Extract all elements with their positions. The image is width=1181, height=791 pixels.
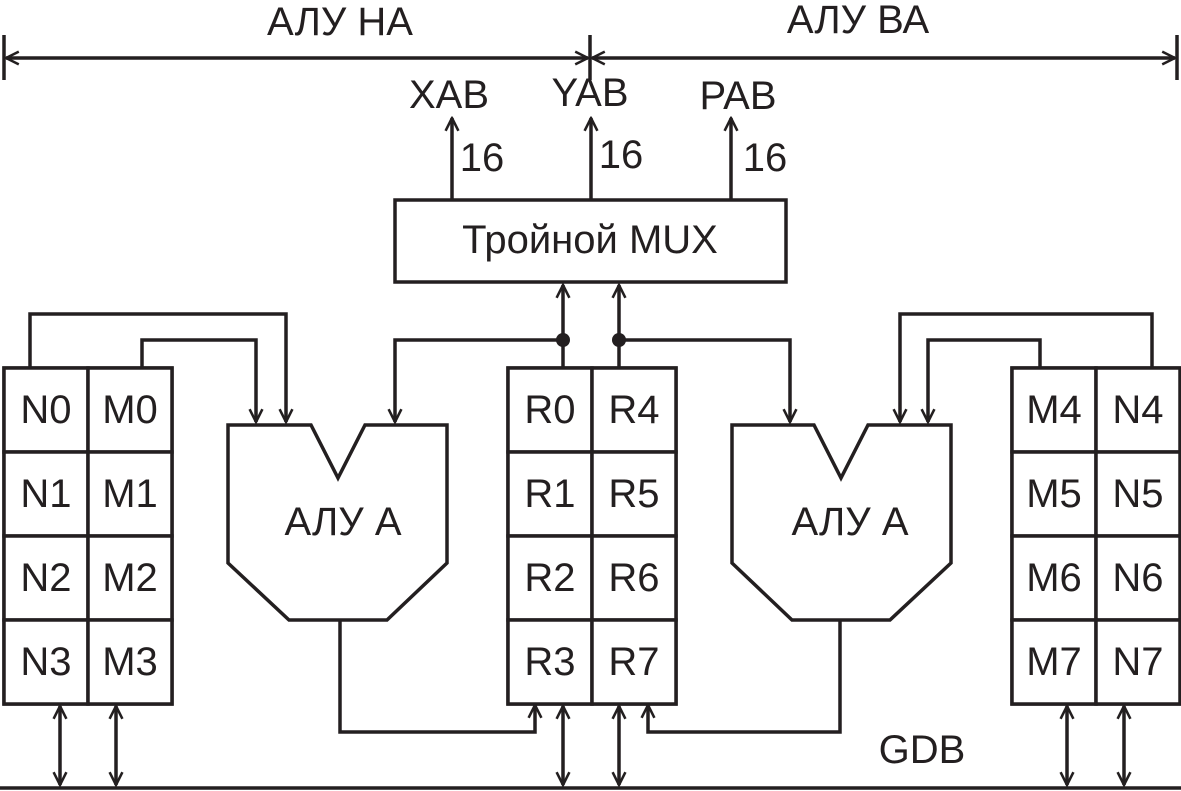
right-alu-label: АЛУ А [791, 500, 908, 544]
alu-na-label: АЛУ НА [267, 0, 413, 44]
yab-width-label: 16 [599, 133, 644, 177]
register-label: N4 [1112, 388, 1163, 432]
left-alu-shape [226, 423, 449, 622]
register-label: M7 [1026, 640, 1082, 684]
register-label: M4 [1026, 388, 1082, 432]
top-dimension-lines [2, 35, 1179, 80]
register-cell [1010, 366, 1098, 454]
n-to-left-alu-line [28, 312, 286, 422]
gdb-label: GDB [879, 728, 966, 772]
register-label: M1 [102, 472, 158, 516]
register-label: N2 [20, 556, 71, 600]
m-to-left-alu-line [140, 338, 256, 422]
register-label: N5 [1112, 472, 1163, 516]
triple-mux-box [393, 198, 788, 284]
register-cell [86, 618, 174, 706]
right-alu-output-line [648, 620, 842, 734]
register-label: R6 [608, 556, 659, 600]
alu-va-label: АЛУ ВА [787, 0, 930, 42]
gdb-bus [0, 706, 1181, 790]
left-alu-output-line [338, 620, 535, 734]
register-label: N6 [1112, 556, 1163, 600]
xab-label: XAB [409, 73, 489, 117]
register-label: N7 [1112, 640, 1163, 684]
register-label: N0 [20, 388, 71, 432]
register-cell [1094, 618, 1181, 706]
register-label: R3 [524, 640, 575, 684]
register-label: R1 [524, 472, 575, 516]
register-label: M5 [1026, 472, 1082, 516]
register-label: R4 [608, 388, 659, 432]
register-label: R7 [608, 640, 659, 684]
register-label: M0 [102, 388, 158, 432]
r-to-left-alu-line [395, 338, 563, 422]
left-register-connections [28, 312, 286, 422]
register-label: R0 [524, 388, 575, 432]
register-cell [1010, 534, 1098, 622]
register-cell [506, 618, 594, 706]
register-cell [1010, 618, 1098, 706]
register-cell [86, 366, 174, 454]
register-label: M2 [102, 556, 158, 600]
m-to-right-alu-line [928, 338, 1042, 422]
alu-output-connections [338, 620, 842, 734]
address-bus-lines [452, 118, 731, 200]
register-cell [590, 534, 678, 622]
register-label: N1 [20, 472, 71, 516]
register-label: R2 [524, 556, 575, 600]
register-cell [86, 450, 174, 538]
register-cell [590, 618, 678, 706]
junction-dot-left [556, 333, 570, 347]
register-label: M3 [102, 640, 158, 684]
left-alu-label: АЛУ А [284, 500, 401, 544]
register-cell [1094, 366, 1181, 454]
right-register-connections [900, 312, 1154, 422]
yab-label: YAB [551, 71, 628, 115]
register-cell [1094, 450, 1181, 538]
register-cell [590, 450, 678, 538]
junction-dot-right [612, 333, 626, 347]
register-cell [1010, 450, 1098, 538]
pab-width-label: 16 [743, 136, 788, 180]
xab-width-label: 16 [460, 136, 505, 180]
register-label: N3 [20, 640, 71, 684]
register-label: M6 [1026, 556, 1082, 600]
center-register-connections [395, 285, 790, 422]
pab-label: PAB [699, 74, 776, 118]
register-cell [506, 534, 594, 622]
right-alu-shape [730, 423, 953, 622]
register-label: R5 [608, 472, 659, 516]
triple-mux-label: Тройной MUX [462, 218, 718, 262]
register-cell [506, 450, 594, 538]
r-to-right-alu-line [619, 338, 790, 422]
n-to-right-alu-line [900, 312, 1154, 422]
